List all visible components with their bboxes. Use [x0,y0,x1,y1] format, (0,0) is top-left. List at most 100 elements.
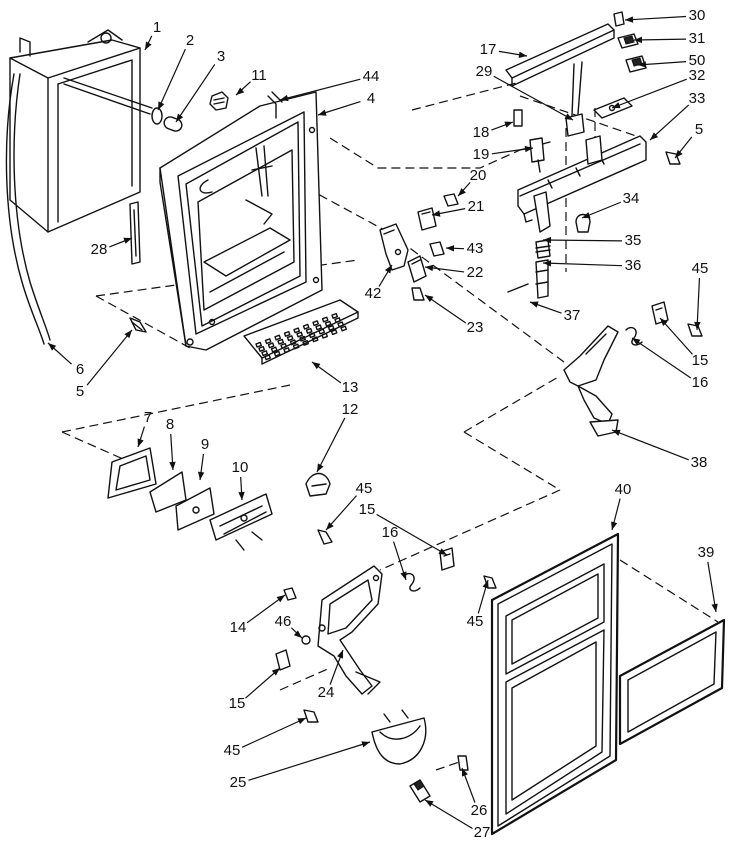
leader-line-40 [611,498,621,531]
part-label-34: 34 [623,190,640,207]
leader-line-28 [109,237,133,248]
screw-part-45-c [303,709,319,723]
part-label-14: 14 [230,619,247,636]
part-label-10: 10 [232,459,249,476]
leader-line-21 [431,208,466,217]
plunger-part-36 [535,259,549,299]
leader-line-27 [424,799,473,830]
strip-part-28 [129,201,141,265]
leader-line-29 [493,75,574,121]
part-label-45: 45 [692,260,709,277]
spring-part-16-a [403,572,421,592]
bracket-part-42 [379,223,409,271]
leader-line-26 [461,767,476,803]
part-label-13: 13 [342,379,359,396]
spring-part-35 [535,239,551,259]
part-label-43: 43 [467,240,484,257]
part-label-5: 5 [695,121,703,138]
part-label-15: 15 [692,352,709,369]
leader-line-35 [542,236,623,244]
leader-line-6 [47,342,72,365]
leader-line-37 [529,301,562,314]
part-label-33: 33 [689,90,706,107]
bracket-part-15-right [651,301,669,325]
leader-line-15 [245,667,281,699]
leader-line-7 [137,426,145,448]
washer-part-46 [301,635,311,645]
part-label-35: 35 [625,232,642,249]
leader-line-15 [659,317,693,355]
leader-line-2 [157,48,186,111]
part-label-3: 3 [217,48,225,65]
leader-line-15 [376,513,448,556]
part-label-2: 2 [186,32,194,49]
leader-line-22 [424,264,465,273]
leader-line-44 [279,78,361,102]
grille-part-13 [243,299,359,365]
leader-line-11 [235,81,251,96]
leader-line-14 [246,594,286,624]
leader-line-13 [311,361,342,384]
leader-line-33 [649,104,690,141]
part-label-25: 25 [230,774,247,791]
plate-part-9 [175,487,215,531]
leader-line-25 [248,741,371,781]
leader-line-45 [477,579,489,614]
part-label-37: 37 [564,307,581,324]
actuator-part-38 [563,325,619,437]
rail-part-17 [505,23,615,87]
part-label-5: 5 [76,383,84,400]
bracket-part-15-b [275,649,291,671]
leader-line-20 [457,181,471,197]
screw-part-5-left [129,317,147,333]
screw-part-18 [513,109,523,127]
part-label-21: 21 [468,198,485,215]
part-label-30: 30 [689,7,706,24]
leader-line-9 [197,453,205,481]
drain-tube-part-6 [5,73,51,345]
part-label-44: 44 [363,68,380,85]
leader-line-1 [144,35,153,51]
part-label-22: 22 [467,264,484,281]
part-label-50: 50 [689,52,706,69]
leader-line-43 [445,245,465,252]
bezel-part-7 [107,447,157,499]
leader-line-8 [169,433,176,471]
leader-line-17 [498,50,528,58]
leader-line-30 [624,15,687,23]
screw-part-45-right [687,323,703,337]
dispenser-housing-part-4 [159,91,323,351]
part-label-23: 23 [467,319,484,336]
part-label-45: 45 [356,480,373,497]
leader-line-36 [542,260,623,267]
part-label-24: 24 [318,684,335,701]
screw-part-23 [411,287,425,301]
part-label-42: 42 [365,285,382,302]
part-label-46: 46 [275,613,292,630]
part-label-7: 7 [144,409,152,426]
part-label-16: 16 [692,374,709,391]
clip-part-21 [417,207,437,231]
lever-part-19 [519,137,551,173]
part-label-28: 28 [91,241,108,258]
part-label-29: 29 [476,63,493,80]
part-label-16: 16 [382,524,399,541]
screw-part-20 [443,193,459,207]
door-panel-part-40 [490,532,620,836]
leader-line-39 [707,561,718,613]
part-label-32: 32 [689,67,706,84]
nut-part-11 [209,91,229,111]
bracket-part-33 [517,135,647,233]
solenoid-part-29 [565,61,585,137]
part-label-11: 11 [251,67,267,84]
part-label-36: 36 [625,257,642,274]
clip-part-22 [407,255,427,283]
part-label-9: 9 [201,436,209,453]
switch-part-31 [617,33,639,49]
part-label-4: 4 [367,90,375,107]
part-label-26: 26 [471,802,488,819]
part-label-17: 17 [480,41,497,58]
ice-bin-part-1 [9,29,153,233]
